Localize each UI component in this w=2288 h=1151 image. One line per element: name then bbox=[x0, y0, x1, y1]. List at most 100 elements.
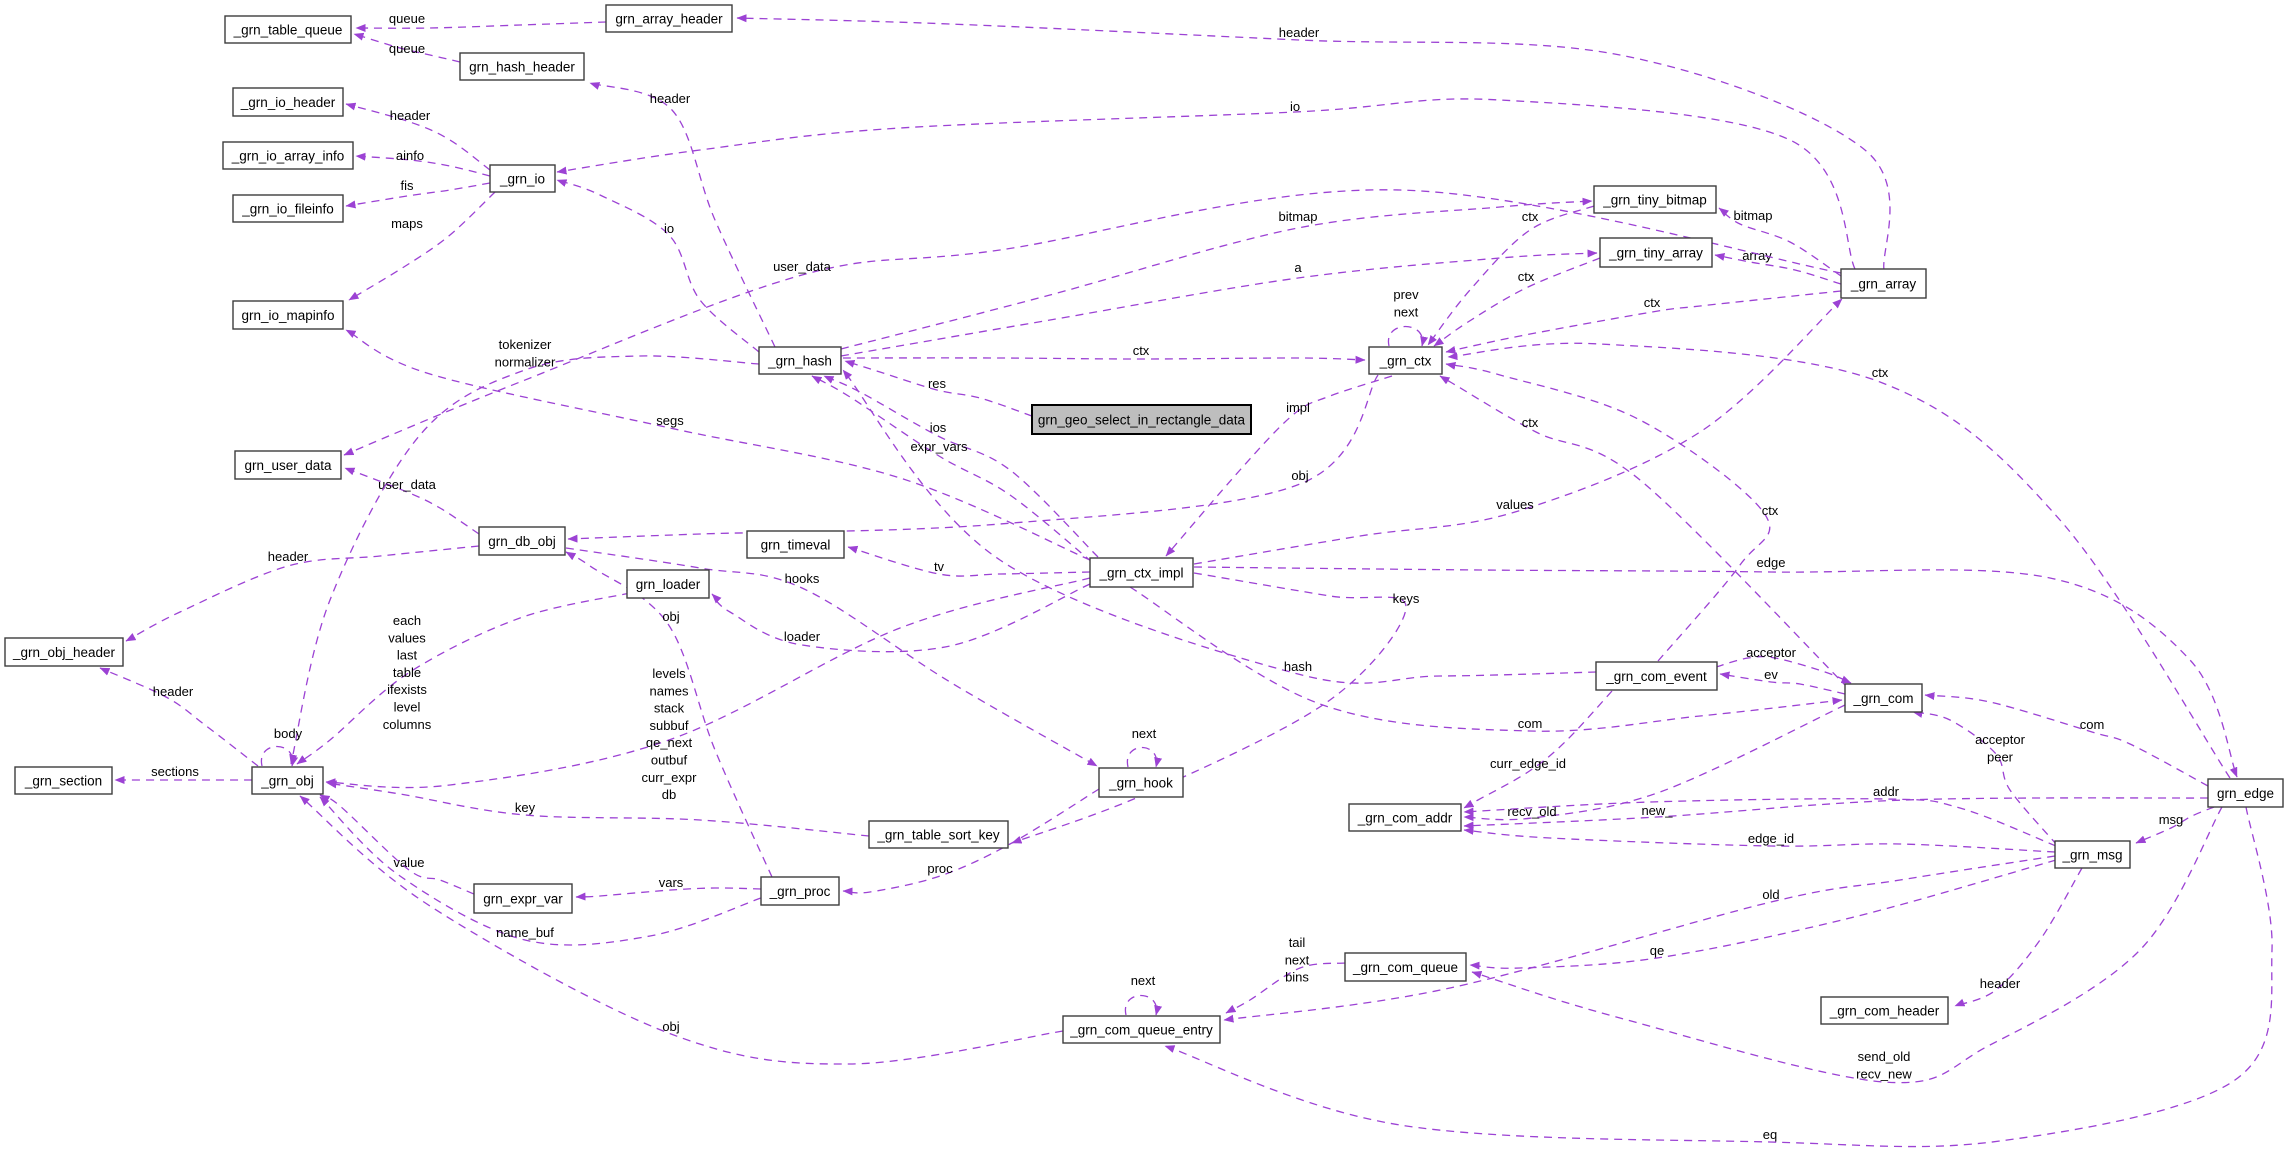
edge-impl-obj bbox=[325, 577, 1091, 789]
node-box-grn_timeval[interactable] bbox=[746, 530, 845, 559]
edge-label-dbobj-hooks: hooks bbox=[785, 571, 820, 586]
node-grn_edge[interactable]: grn_edge bbox=[2207, 778, 2284, 808]
node-grn_com_queue[interactable]: _grn_com_queue bbox=[1344, 952, 1467, 982]
edge-label-array-bitmap: bitmap bbox=[1733, 208, 1772, 223]
edge-edge-new bbox=[1463, 797, 2209, 830]
node-box-grn_obj_header[interactable] bbox=[4, 637, 124, 667]
edge-label-msg-edgeid: edge_id bbox=[1748, 831, 1794, 846]
node-box-grn_db_obj[interactable] bbox=[478, 526, 566, 556]
node-box-grn_com_queue_entry[interactable] bbox=[1062, 1015, 1221, 1044]
node-label-grn_array_header: grn_array_header bbox=[615, 12, 723, 27]
edge-label-edge-sendold-0: send_old bbox=[1858, 1049, 1911, 1064]
node-box-grn_table_queue[interactable] bbox=[224, 15, 352, 44]
edge-edge-ctx bbox=[1447, 342, 2231, 779]
node-box-grn_section[interactable] bbox=[14, 766, 113, 795]
node-grn_expr_var[interactable]: grn_expr_var bbox=[473, 883, 573, 914]
node-grn_com_addr[interactable]: _grn_com_addr bbox=[1348, 803, 1462, 832]
node-grn_array[interactable]: _grn_array bbox=[1840, 268, 1927, 299]
node-box-grn_proc[interactable] bbox=[760, 876, 840, 906]
node-grn_com_event[interactable]: _grn_com_event bbox=[1595, 661, 1718, 691]
node-box-grn_io[interactable] bbox=[489, 164, 556, 193]
node-grn_com_queue_entry[interactable]: _grn_com_queue_entry bbox=[1062, 1015, 1221, 1044]
node-grn_user_data[interactable]: grn_user_data bbox=[234, 450, 342, 480]
node-box-grn_hash_header[interactable] bbox=[459, 52, 585, 81]
node-grn_io_fileinfo[interactable]: _grn_io_fileinfo bbox=[232, 194, 344, 223]
edge-label-queue-entry-0: tail bbox=[1289, 935, 1306, 950]
node-grn_section[interactable]: _grn_section bbox=[14, 766, 113, 795]
edge-ctx-self bbox=[1387, 325, 1429, 347]
node-box-grn_io_array_info[interactable] bbox=[222, 141, 354, 170]
node-label-grn_user_data: grn_user_data bbox=[244, 458, 332, 473]
node-grn_hook[interactable]: _grn_hook bbox=[1098, 767, 1184, 798]
node-box-grn_io_fileinfo[interactable] bbox=[232, 194, 344, 223]
node-box-grn_user_data[interactable] bbox=[234, 450, 342, 480]
node-box-grn_table_sort_key[interactable] bbox=[868, 820, 1009, 849]
node-box-grn_edge[interactable] bbox=[2207, 778, 2284, 808]
node-label-grn_hash: _grn_hash bbox=[767, 354, 832, 369]
node-grn_ctx_impl[interactable]: _grn_ctx_impl bbox=[1089, 557, 1194, 588]
edge-array-header bbox=[736, 14, 1891, 271]
node-grn_ctx[interactable]: _grn_ctx bbox=[1368, 346, 1443, 375]
node-box-grn_msg[interactable] bbox=[2054, 840, 2131, 869]
node-grn_array_header[interactable]: grn_array_header bbox=[605, 4, 733, 33]
node-box-grn_io_header[interactable] bbox=[232, 87, 344, 117]
edge-label-array-tinyarray: array bbox=[1742, 248, 1772, 263]
node-box-grn_tiny_array[interactable] bbox=[1599, 237, 1713, 268]
node-label-grn_com_queue_entry: _grn_com_queue_entry bbox=[1069, 1023, 1213, 1038]
edge-dbobj-objheader bbox=[125, 545, 480, 642]
node-box-grn_expr_var[interactable] bbox=[473, 883, 573, 914]
node-grn_obj_header[interactable]: _grn_obj_header bbox=[4, 637, 124, 667]
edge-label-impl-com: com bbox=[1518, 716, 1543, 731]
node-grn_com[interactable]: _grn_com bbox=[1844, 683, 1923, 713]
node-box-grn_hook[interactable] bbox=[1098, 767, 1184, 798]
node-grn_table_queue[interactable]: _grn_table_queue bbox=[224, 15, 352, 44]
node-grn_io[interactable]: _grn_io bbox=[489, 164, 556, 193]
edge-label-exprvar-value: value bbox=[393, 855, 424, 870]
node-box-grn_com_addr[interactable] bbox=[1348, 803, 1462, 832]
node-box-grn_tiny_bitmap[interactable] bbox=[1593, 185, 1717, 214]
node-grn_io_header[interactable]: _grn_io_header bbox=[232, 87, 344, 117]
node-grn_tiny_bitmap[interactable]: _grn_tiny_bitmap bbox=[1593, 185, 1717, 214]
edge-label-edge-new: new_ bbox=[1641, 803, 1673, 818]
node-box-grn_io_mapinfo[interactable] bbox=[232, 300, 344, 330]
node-box-grn_com_header[interactable] bbox=[1820, 996, 1949, 1025]
node-grn_obj[interactable]: _grn_obj bbox=[251, 766, 324, 795]
node-grn_hash_header[interactable]: grn_hash_header bbox=[459, 52, 585, 81]
node-box-grn_hash[interactable] bbox=[758, 346, 842, 375]
node-box-grn_geo_select_in_rectangle_data[interactable] bbox=[1031, 404, 1252, 435]
node-box-grn_ctx_impl[interactable] bbox=[1089, 557, 1194, 588]
node-grn_table_sort_key[interactable]: _grn_table_sort_key bbox=[868, 820, 1009, 849]
edge-label-com-recvold: recv_old bbox=[1507, 804, 1556, 819]
node-grn_geo_select_in_rectangle_data[interactable]: grn_geo_select_in_rectangle_data bbox=[1031, 404, 1252, 435]
node-box-grn_com[interactable] bbox=[1844, 683, 1923, 713]
node-grn_loader[interactable]: grn_loader bbox=[626, 569, 710, 599]
node-grn_timeval[interactable]: grn_timeval bbox=[746, 530, 845, 559]
node-box-grn_loader[interactable] bbox=[626, 569, 710, 599]
node-box-grn_array[interactable] bbox=[1840, 268, 1927, 299]
node-box-grn_com_event[interactable] bbox=[1595, 661, 1718, 691]
edge-proc-vars bbox=[575, 887, 762, 901]
edge-sortkey-key bbox=[326, 780, 870, 837]
node-grn_tiny_array[interactable]: _grn_tiny_array bbox=[1599, 237, 1713, 268]
edge-label-obj-self: body bbox=[274, 726, 303, 741]
edge-impl-exprvars bbox=[811, 375, 1093, 563]
edge-msg-header bbox=[1954, 867, 2083, 1007]
node-grn_io_mapinfo[interactable]: grn_io_mapinfo bbox=[232, 300, 344, 330]
edge-ctx-dbobj bbox=[567, 374, 1379, 543]
node-grn_proc[interactable]: _grn_proc bbox=[760, 876, 840, 906]
node-label-grn_com_queue: _grn_com_queue bbox=[1352, 960, 1458, 975]
node-grn_hash[interactable]: _grn_hash bbox=[758, 346, 842, 375]
node-box-grn_ctx[interactable] bbox=[1368, 346, 1443, 375]
edge-label-queue-2: queue bbox=[389, 41, 425, 56]
node-box-grn_com_queue[interactable] bbox=[1344, 952, 1467, 982]
node-box-grn_array_header[interactable] bbox=[605, 4, 733, 33]
edge-label-hook-self: next bbox=[1132, 726, 1157, 741]
node-box-grn_obj[interactable] bbox=[251, 766, 324, 795]
edge-label-impl-edge: edge bbox=[1757, 555, 1786, 570]
node-grn_io_array_info[interactable]: _grn_io_array_info bbox=[222, 141, 354, 170]
edge-impl-ios bbox=[823, 375, 1099, 558]
node-grn_com_header[interactable]: _grn_com_header bbox=[1820, 996, 1949, 1025]
node-grn_msg[interactable]: _grn_msg bbox=[2054, 840, 2131, 869]
node-grn_db_obj[interactable]: grn_db_obj bbox=[478, 526, 566, 556]
node-label-grn_timeval: grn_timeval bbox=[761, 538, 831, 553]
